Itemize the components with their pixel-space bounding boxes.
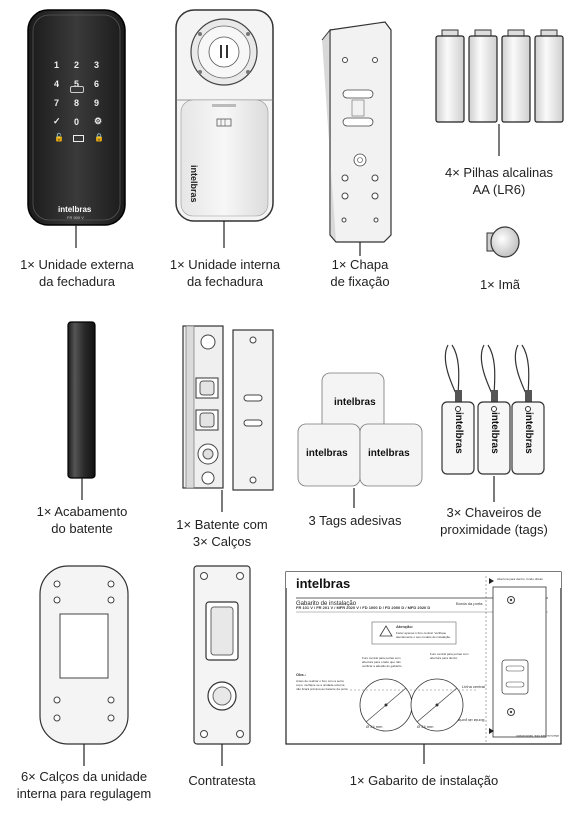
caption-line: 3× Calços [192,534,252,549]
caption-line: do batente [51,521,113,536]
caption-line: 6× Calços da unidade [20,769,148,784]
caption-line: 3 Tags adesivas [308,513,402,528]
keychain-tags [441,344,545,502]
template-strip-top: Abertura para dentro, fundo direito [497,577,543,581]
external-unit-model: FR 500 V [67,215,84,220]
caption-line: 1× Chapa [331,257,389,272]
template-title: Gabarito de instalação [296,601,357,607]
template-attention-text: Fazer apenas 1 furo central. Verifique a… [396,631,451,639]
caption-internal-unit: 1× Unidade interna da fechadura [154,256,296,290]
template-note-text: Antes de realizar o furo com a serra cop… [296,679,348,691]
caption-line: proximidade (tags) [440,522,548,537]
caption-keychains: 3× Chaveiros de proximidade (tags) [424,504,564,538]
internal-unit-logo: intelbras [189,165,199,203]
caption-line: de fixação [330,274,390,289]
caption-plate: 1× Chapa de fixação [300,256,420,290]
strike-with-shims [182,325,274,512]
caption-line: AA (LR6) [472,182,526,197]
template-dim-right: Ø 54 mm [417,724,434,729]
caption-line: da fechadura [39,274,115,289]
installation-template [285,571,562,764]
template-hole-left: Furo central para portas com abertura pa… [362,656,402,668]
caption-tags: 3 Tags adesivas [290,512,420,529]
caption-line: interna para regulagem [16,786,152,801]
template-logo: intelbras [296,576,351,591]
tag-logo: intelbras [306,448,348,459]
settings-icon: ⚙ [94,116,103,126]
lock-icon: 🔒 [94,133,104,142]
magnet [486,226,520,258]
template-note-title: Obs.: [296,672,307,677]
caption-line: 1× Unidade interna [169,257,281,272]
caption-line: 1× Imã [479,277,521,292]
caption-strike: 1× Batente com 3× Calços [162,516,282,550]
caption-batteries: 4× Pilhas alcalinas AA (LR6) [428,164,570,198]
template-hole-right: Furo central para portas com abertura pa… [430,652,469,660]
caption-external-unit: 1× Unidade externa da fechadura [6,256,148,290]
caption-counter-strike: Contratesta [172,772,272,789]
battery-icon [73,135,84,142]
caption-line: 3× Chaveiros de [446,505,542,520]
check-icon: ✓ [53,116,61,126]
key-4: 4 [54,79,60,89]
keychain-logo: intelbras [489,412,500,454]
unlock-icon: 🔓 [54,133,64,142]
batteries [435,29,564,156]
tag-logo: intelbras [368,448,410,459]
key-7: 7 [54,98,60,108]
key-3: 3 [94,60,100,70]
template-center-line: Linha central [462,684,485,689]
caption-line: 1× Acabamento [36,504,128,519]
key-1: 1 [54,60,60,70]
counter-strike [193,565,251,766]
caption-shims: 6× Calços da unidade interna para regula… [4,768,164,802]
template-strip-bottom: Abertura para fora, fundo direito [516,734,559,738]
card-reader-icon [70,86,84,93]
internal-unit-shim [39,565,129,766]
key-0: 0 [74,117,80,127]
key-9: 9 [94,98,100,108]
template-door-edge-rotated: Borda da porta [458,718,485,723]
tag-logo: intelbras [334,397,376,408]
key-6: 6 [94,79,100,89]
template-dim-left: Ø 54 mm [366,724,383,729]
caption-template: 1× Gabarito de instalação [344,772,504,789]
fixing-plate [321,21,392,256]
caption-line: 1× Batente com [176,517,268,532]
strike-finish-bar [67,321,96,500]
caption-line: da fechadura [187,274,263,289]
caption-finish: 1× Acabamento do batente [22,503,142,537]
external-lock-unit [27,9,126,248]
caption-line: 1× Unidade externa [20,257,134,272]
caption-line: 1× Gabarito de instalação [349,773,499,788]
template-door-edge: Borda da porta [456,601,483,606]
keychain-logo: intelbras [523,412,534,454]
external-unit-logo: intelbras [58,205,92,214]
key-8: 8 [74,98,80,108]
keychain-logo: intelbras [453,412,464,454]
template-models: FR 101 V / FR 201 V / MFR 2020 V / FD 10… [296,605,431,610]
caption-line: 4× Pilhas alcalinas [444,165,554,180]
internal-lock-unit [175,9,274,248]
key-5: 5 [74,79,80,89]
caption-magnet: 1× Imã [450,276,550,293]
template-attention-title: Atenção: [396,624,414,629]
adhesive-tags [297,372,423,508]
key-2: 2 [74,60,80,70]
caption-line: Contratesta [188,773,256,788]
